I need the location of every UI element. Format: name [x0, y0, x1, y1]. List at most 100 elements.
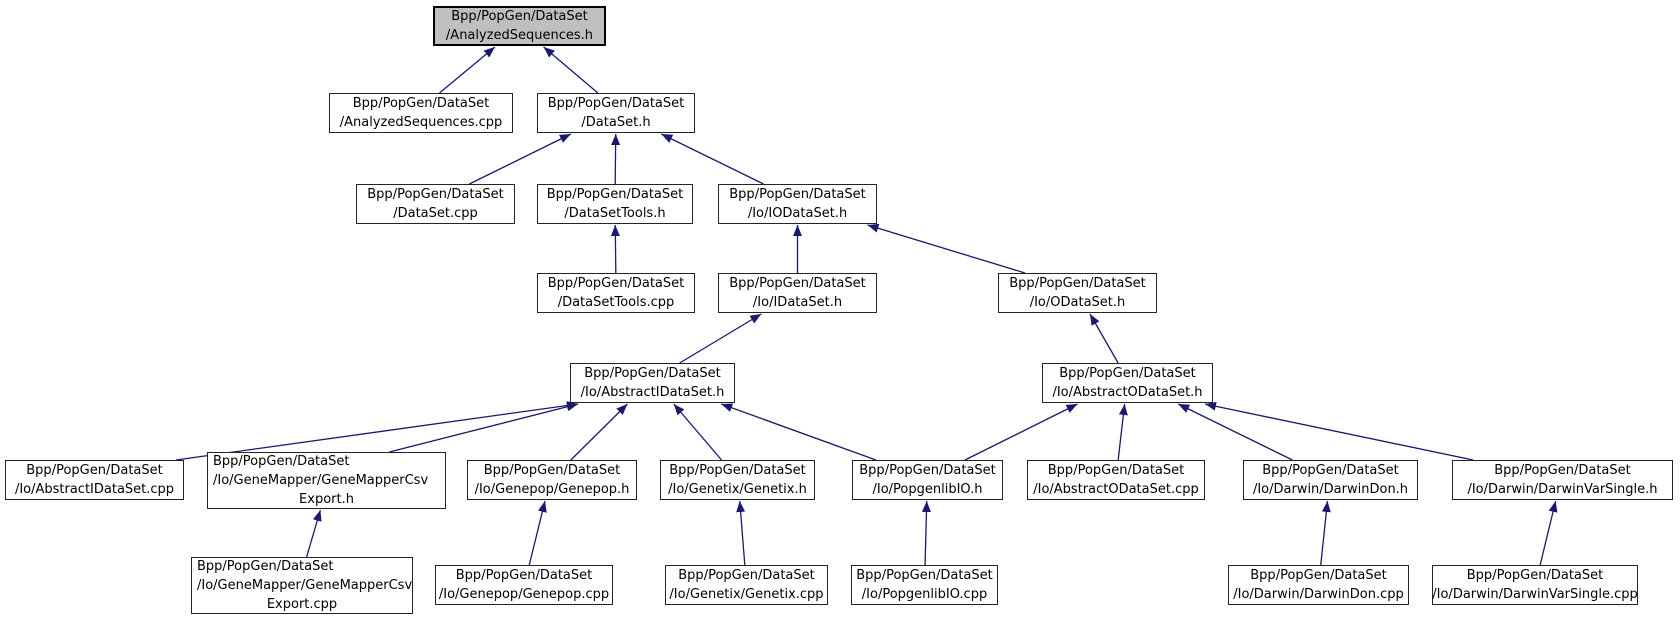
- node-label-line: Bpp/PopGen/DataSet: [729, 187, 866, 202]
- graph-node-datasettools-cpp[interactable]: Bpp/PopGen/DataSet/DataSetTools.cpp: [537, 273, 695, 313]
- graph-node-popgenlibio-h[interactable]: Bpp/PopGen/DataSet/Io/PopgenlibIO.h: [852, 460, 1003, 500]
- graph-node-datasettools-h[interactable]: Bpp/PopGen/DataSet/DataSetTools.h: [537, 184, 693, 224]
- graph-node-genetix-cpp[interactable]: Bpp/PopGen/DataSet/Io/Genetix/Genetix.cp…: [665, 565, 828, 605]
- graph-node-genepop-h[interactable]: Bpp/PopGen/DataSet/Io/Genepop/Genepop.h: [467, 460, 637, 500]
- node-label-line: /Io/AbstractODataSet.h: [1052, 385, 1203, 400]
- node-label-line: /AnalyzedSequences.h: [445, 28, 594, 43]
- node-label-line: Bpp/PopGen/DataSet: [1494, 463, 1631, 478]
- graph-node-genemappercsvexport-cpp[interactable]: Bpp/PopGen/DataSet/Io/GeneMapper/GeneMap…: [191, 557, 413, 614]
- node-label-line: Bpp/PopGen/DataSet: [455, 568, 593, 583]
- graph-node-darwindon-cpp[interactable]: Bpp/PopGen/DataSet/Io/Darwin/DarwinDon.c…: [1228, 565, 1409, 605]
- node-label-line: /Io/Genepop/Genepop.cpp: [438, 587, 610, 602]
- node-label-line: Bpp/PopGen/DataSet: [352, 96, 490, 111]
- node-label-line: Bpp/PopGen/DataSet: [547, 96, 685, 111]
- graph-node-odataset-h[interactable]: Bpp/PopGen/DataSet/Io/ODataSet.h: [998, 273, 1157, 313]
- dependency-edge-iodataset-h-to-dataset-h: [661, 133, 764, 185]
- node-label-line: /Io/AbstractODataSet.cpp: [1033, 482, 1199, 497]
- graph-node-abstractodataset-h[interactable]: Bpp/PopGen/DataSet/Io/AbstractODataSet.h: [1042, 363, 1213, 403]
- dependency-edge-analyzedsequences-cpp-to-analyzedsequences-h: [439, 46, 496, 94]
- dependency-edge-genetix-h-to-abstractidataset-h: [673, 403, 723, 461]
- node-label-line: Export.h: [299, 492, 354, 507]
- node-label-line: /Io/Darwin/DarwinVarSingle.h: [1467, 482, 1658, 497]
- dependency-edge-popgenlibio-cpp-to-popgenlibio-h: [921, 500, 931, 566]
- dependency-edge-popgenlibio-h-to-abstractidataset-h: [721, 403, 877, 461]
- node-label-line: Bpp/PopGen/DataSet: [669, 463, 806, 478]
- node-label-line: Bpp/PopGen/DataSet: [451, 9, 588, 24]
- node-label-line: /DataSet.h: [581, 115, 651, 130]
- node-label-line: Bpp/PopGen/DataSet: [26, 463, 163, 478]
- graph-node-abstractidataset-h[interactable]: Bpp/PopGen/DataSet/Io/AbstractIDataSet.h: [570, 363, 735, 403]
- node-label-line: Bpp/PopGen/DataSet: [1250, 568, 1387, 583]
- dependency-edge-genepop-h-to-abstractidataset-h: [570, 403, 628, 461]
- node-label-line: /Io/Darwin/DarwinDon.h: [1252, 482, 1409, 497]
- node-label-line: /Io/Darwin/DarwinVarSingle.cpp: [1432, 587, 1638, 602]
- graph-node-genetix-h[interactable]: Bpp/PopGen/DataSet/Io/Genetix/Genetix.h: [660, 460, 815, 500]
- dependency-edge-darwinvarsingle-cpp-to-darwinvarsingle-h: [1539, 500, 1558, 566]
- node-label-line: /Io/PopgenlibIO.cpp: [861, 587, 988, 602]
- node-label-line: Bpp/PopGen/DataSet: [1047, 463, 1185, 478]
- dependency-edge-abstractodataset-cpp-to-abstractodataset-h: [1117, 403, 1128, 461]
- graph-node-analyzedsequences-cpp[interactable]: Bpp/PopGen/DataSet/AnalyzedSequences.cpp: [329, 93, 513, 133]
- node-label-line: Bpp/PopGen/DataSet: [1262, 463, 1399, 478]
- node-label-line: /Io/IDataSet.h: [752, 295, 843, 310]
- graph-node-dataset-h[interactable]: Bpp/PopGen/DataSet/DataSet.h: [537, 93, 695, 133]
- dependency-edge-datasettools-h-to-dataset-h: [611, 133, 621, 185]
- dependency-edge-darwindon-h-to-abstractodataset-h: [1177, 403, 1293, 461]
- node-label-line: Bpp/PopGen/DataSet: [678, 568, 815, 583]
- dependency-edge-odataset-h-to-iodataset-h: [867, 223, 1026, 274]
- dependency-edge-abstractodataset-h-to-odataset-h: [1089, 313, 1119, 364]
- graph-node-darwindon-h[interactable]: Bpp/PopGen/DataSet/Io/Darwin/DarwinDon.h: [1243, 460, 1418, 500]
- node-label-line: Bpp/PopGen/DataSet: [859, 463, 996, 478]
- dependency-edge-darwindon-cpp-to-darwindon-h: [1320, 500, 1331, 566]
- node-label-line: Bpp/PopGen/DataSet: [1466, 568, 1604, 583]
- node-label-line: /Io/Darwin/DarwinDon.cpp: [1233, 587, 1404, 602]
- dependency-edge-darwinvarsingle-h-to-abstractodataset-h: [1204, 401, 1474, 461]
- graph-node-genemappercsvexport-h[interactable]: Bpp/PopGen/DataSet/Io/GeneMapper/GeneMap…: [207, 452, 446, 509]
- node-label-line: Bpp/PopGen/DataSet: [546, 187, 684, 202]
- node-label-line: Bpp/PopGen/DataSet: [367, 187, 504, 202]
- graph-node-iodataset-h[interactable]: Bpp/PopGen/DataSet/Io/IODataSet.h: [718, 184, 877, 224]
- node-label-line: Bpp/PopGen/DataSet: [213, 454, 350, 469]
- graph-node-genepop-cpp[interactable]: Bpp/PopGen/DataSet/Io/Genepop/Genepop.cp…: [435, 565, 613, 605]
- node-label-line: /Io/IODataSet.h: [747, 206, 848, 221]
- node-label-line: /Io/ODataSet.h: [1029, 295, 1126, 310]
- graph-node-darwinvarsingle-h[interactable]: Bpp/PopGen/DataSet/Io/Darwin/DarwinVarSi…: [1452, 460, 1673, 500]
- dependency-edge-genepop-cpp-to-genepop-h: [528, 500, 547, 566]
- node-label-line: Bpp/PopGen/DataSet: [584, 366, 721, 381]
- dependency-edge-abstractidataset-cpp-to-abstractidataset-h: [175, 401, 579, 461]
- node-label-line: /AnalyzedSequences.cpp: [339, 115, 503, 130]
- graph-node-popgenlibio-cpp[interactable]: Bpp/PopGen/DataSet/Io/PopgenlibIO.cpp: [851, 565, 998, 605]
- node-label-line: Export.cpp: [266, 597, 338, 612]
- node-label-line: Bpp/PopGen/DataSet: [483, 463, 621, 478]
- node-label-line: /DataSetTools.cpp: [557, 295, 675, 310]
- dependency-edge-genemappercsvexport-cpp-to-genemappercsvexport-h: [305, 509, 322, 558]
- node-label-line: Bpp/PopGen/DataSet: [856, 568, 993, 583]
- node-label-line: /Io/Genepop/Genepop.h: [474, 482, 630, 497]
- dependency-edge-abstractidataset-h-to-idataset-h: [679, 313, 762, 364]
- dependency-edge-genemappercsvexport-h-to-abstractidataset-h: [389, 402, 579, 453]
- graph-node-dataset-cpp[interactable]: Bpp/PopGen/DataSet/DataSet.cpp: [356, 184, 515, 224]
- node-label-line: /Io/Genetix/Genetix.cpp: [669, 587, 824, 602]
- graph-node-darwinvarsingle-cpp[interactable]: Bpp/PopGen/DataSet/Io/Darwin/DarwinVarSi…: [1432, 565, 1638, 605]
- node-label-line: /Io/PopgenlibIO.h: [872, 482, 983, 497]
- node-label-line: Bpp/PopGen/DataSet: [197, 559, 334, 574]
- dependency-edge-genetix-cpp-to-genetix-h: [736, 500, 746, 566]
- node-label-line: /DataSetTools.h: [564, 206, 666, 221]
- graph-node-abstractidataset-cpp[interactable]: Bpp/PopGen/DataSet/Io/AbstractIDataSet.c…: [5, 460, 184, 500]
- graph-node-abstractodataset-cpp[interactable]: Bpp/PopGen/DataSet/Io/AbstractODataSet.c…: [1027, 460, 1205, 500]
- node-label-line: /Io/AbstractIDataSet.cpp: [14, 482, 175, 497]
- node-label-line: /DataSet.cpp: [393, 206, 478, 221]
- node-label-line: /Io/Genetix/Genetix.h: [668, 482, 807, 497]
- node-label-line: /Io/GeneMapper/GeneMapperCsv: [213, 473, 429, 488]
- node-label-line: Bpp/PopGen/DataSet: [729, 276, 866, 291]
- dependency-edge-dataset-cpp-to-dataset-h: [469, 133, 572, 185]
- node-label-line: /Io/AbstractIDataSet.h: [580, 385, 725, 400]
- node-label-line: Bpp/PopGen/DataSet: [1009, 276, 1146, 291]
- graph-node-idataset-h[interactable]: Bpp/PopGen/DataSet/Io/IDataSet.h: [718, 273, 877, 313]
- dependency-edge-popgenlibio-h-to-abstractodataset-h: [964, 403, 1078, 461]
- node-label-line: Bpp/PopGen/DataSet: [1059, 366, 1196, 381]
- node-label-line: /Io/GeneMapper/GeneMapperCsv: [197, 578, 413, 593]
- dependency-edge-datasettools-cpp-to-datasettools-h: [610, 224, 620, 274]
